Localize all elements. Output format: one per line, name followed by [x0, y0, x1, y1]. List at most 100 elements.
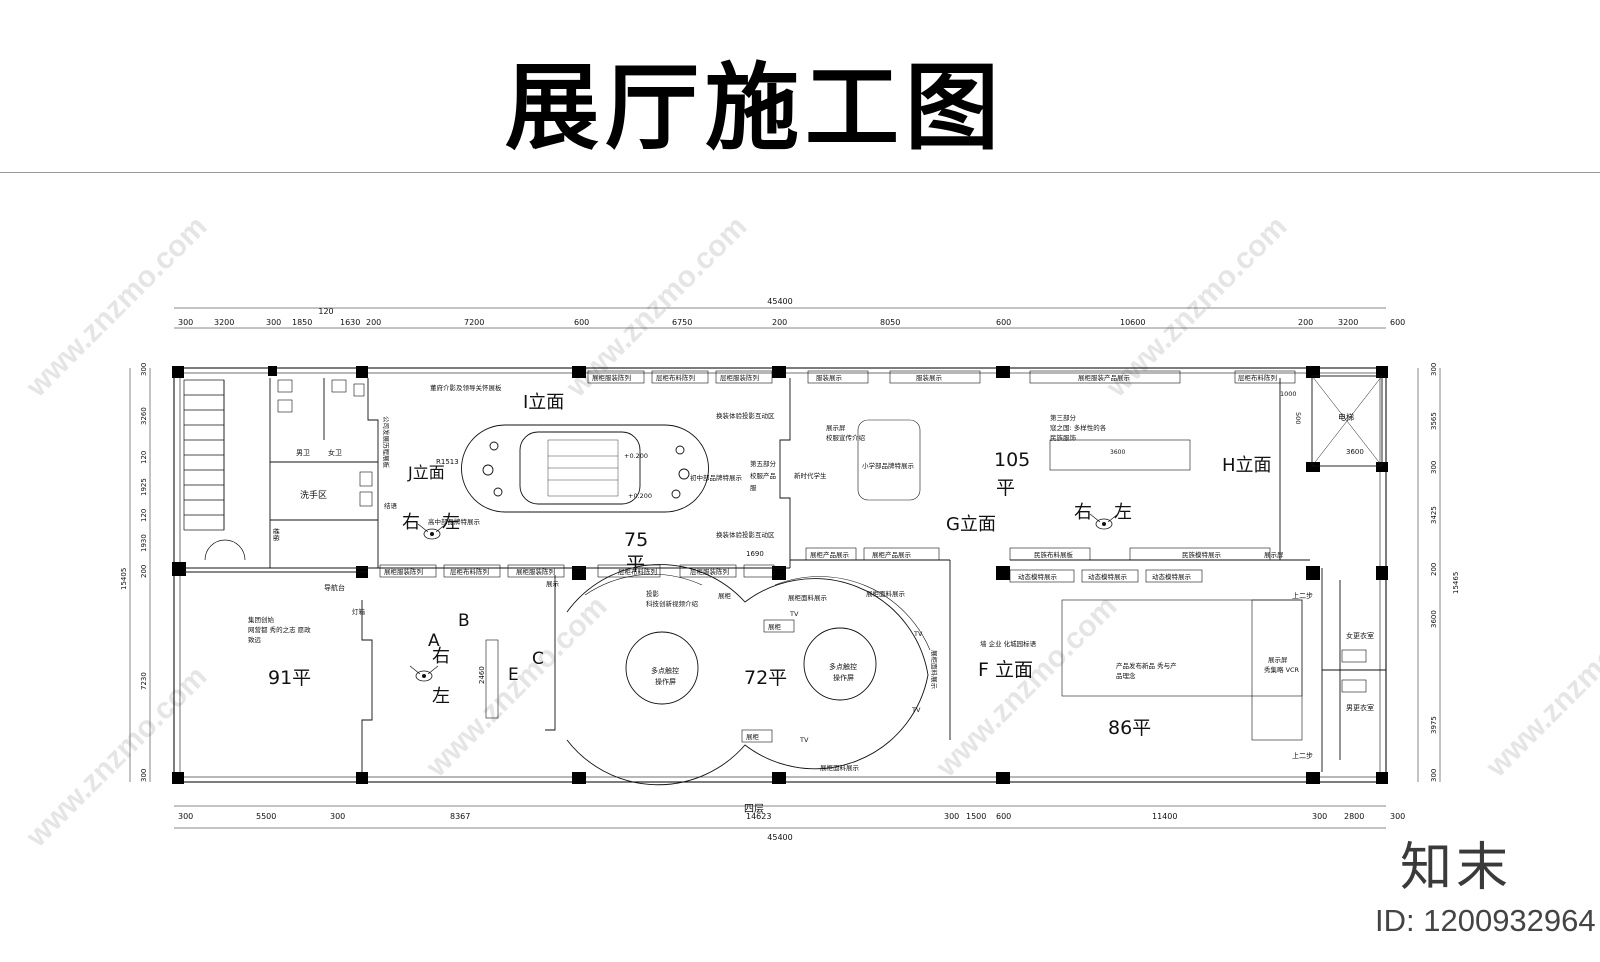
note-wall-slogan: 墙 企业 化城园标语 [980, 639, 1037, 648]
cabinet-label-10: 展柜服装陈列 [516, 567, 555, 576]
oval-island [461, 424, 709, 513]
note-elevation-2: +0.200 [628, 492, 652, 500]
dim-top-2: 300 [266, 318, 281, 327]
dim-left-2: 120 [140, 451, 148, 464]
dim-right-3: 3425 [1430, 506, 1438, 524]
note-epilogue: 结语 [384, 501, 398, 510]
cabinet-label-25: 展柜面料展示 [930, 650, 939, 690]
area-75-label: 75 [624, 529, 648, 551]
note-tv-3: TV [799, 736, 809, 744]
note-tv-1: TV [789, 610, 799, 618]
note-lightbox: 灯箱 [352, 607, 366, 616]
toilet-female-label: 女卫 [328, 448, 342, 457]
dim-top-8: 6750 [672, 318, 692, 327]
note-section5-c: 服 [750, 484, 757, 492]
cabinet-label-26: 展柜 [718, 591, 732, 600]
watermark-id: ID: 1200932964 [1375, 903, 1596, 938]
cabinet-label-22: 展柜 [768, 622, 782, 631]
elevation-f-label: F 立面 [978, 659, 1033, 681]
dim-bot-5: 300 [944, 812, 959, 821]
dim-top-13: 200 [1298, 318, 1313, 327]
marker-e: E [508, 665, 519, 685]
note-experience-2: 换装体验投影互动区 [716, 530, 775, 539]
note-screen-3: 展示屏 [1268, 656, 1288, 664]
note-tv-2: TV [913, 630, 923, 638]
dim-left-6: 200 [140, 565, 148, 578]
columns [172, 366, 1388, 784]
dim-top-5: 200 [366, 318, 381, 327]
dim-bot-9: 300 [1312, 812, 1327, 821]
note-group-1: 集团创始 [248, 615, 275, 624]
note-dim-small: 500 [1294, 412, 1302, 424]
right-label-2: 右 [1074, 502, 1092, 523]
cabinet-label-27: 展柜面料展示 [820, 763, 860, 772]
area-86-label: 86平 [1108, 717, 1151, 739]
note-group-3: 致远 [248, 635, 262, 644]
left-label-3: 左 [432, 686, 450, 707]
note-cabinet-small: 展示 [546, 580, 560, 588]
room-labels: I立面 J立面 G立面 H立面 F 立面 75 平 105 平 91平 72平 … [268, 392, 1374, 815]
dim-left-1: 3260 [140, 407, 148, 425]
cabinet-label-12: 层柜服装陈列 [690, 567, 729, 576]
guide-desk-label: 导航台 [324, 583, 345, 592]
dim-top-15: 600 [1390, 318, 1405, 327]
note-stair: 楼梯 [272, 528, 281, 542]
cabinet-label-23: 展柜面料展示 [788, 593, 828, 602]
cabinet-label-4: 服装展示 [816, 373, 843, 382]
note-history-board: 公司发展历程展板 [382, 416, 391, 469]
note-new-era: 新时代学生 [794, 471, 827, 480]
right-label-1: 右 [402, 512, 420, 533]
dim-left-3: 1925 [140, 478, 148, 496]
fitting-male-label: 男更衣室 [1346, 703, 1374, 712]
note-screen-2: 校服宣传介绍 [826, 433, 866, 442]
radius-label: R1513 [436, 458, 459, 466]
cabinet-label-11: 层柜布料陈列 [618, 567, 657, 576]
dim-top-11: 600 [996, 318, 1011, 327]
elevation-g-label: G立面 [946, 514, 996, 535]
stair [183, 379, 246, 561]
title-divider [0, 172, 1600, 173]
dim-bot-0: 300 [178, 812, 193, 821]
note-section3-c: 民族服饰 [1050, 433, 1077, 442]
dim-bot-7: 600 [996, 812, 1011, 821]
cabinet-label-13: 展柜产品展示 [810, 550, 850, 559]
note-tv-4: TV [911, 706, 921, 714]
dim-top-7: 600 [574, 318, 589, 327]
annotation-labels: 展柜服装陈列 层柜布料陈列 层柜服装陈列 服装展示 服装展示 展柜服装产品展示 … [248, 373, 1302, 772]
marker-c: C [532, 649, 544, 669]
dim-top-10: 8050 [880, 318, 900, 327]
area-105-label: 105 [994, 449, 1030, 471]
note-section3-b: 寇之国: 多样性的各 [1050, 423, 1107, 432]
dim-left-4: 120 [140, 509, 148, 522]
page-title: 展厅施工图 [505, 54, 1006, 163]
elevation-j-label: J立面 [407, 463, 445, 482]
dim-bot-3: 8367 [450, 812, 470, 821]
area-105-unit: 平 [996, 477, 1015, 499]
dim-left-5: 1930 [140, 534, 148, 552]
area-72-label: 72平 [744, 667, 787, 689]
dim-bottom-total: 45400 [767, 833, 792, 842]
note-projection-1: 投影 [646, 589, 660, 598]
note-screen-4: 秀集略 VCR [1264, 665, 1300, 674]
dim-top-total: 45400 [767, 297, 792, 306]
cabinet-label-1: 展柜服装陈列 [592, 373, 631, 382]
note-junior-high: 初中部品牌特展示 [690, 473, 743, 482]
dim-3600-b: 3600 [1110, 449, 1125, 456]
dim-bot-8: 11400 [1152, 812, 1177, 821]
note-section3-a: 第三部分 [1050, 413, 1077, 422]
cabinets [379, 370, 1303, 743]
dim-left-7: 7230 [140, 672, 148, 690]
dim-top-small: 120 [318, 307, 333, 316]
wash-area-label: 洗手区 [300, 489, 327, 501]
circle-hall [566, 564, 931, 786]
dim-1690: 1690 [746, 550, 764, 558]
dim-right-4: 200 [1430, 563, 1438, 576]
dim-bot-6: 1500 [966, 812, 986, 821]
left-label-2: 左 [1114, 502, 1132, 523]
dim-top-12: 10600 [1120, 318, 1145, 327]
dim-bot-4: 14623 [746, 812, 771, 821]
dim-bot-1: 5500 [256, 812, 276, 821]
watermark-logo: 知末 [1400, 838, 1513, 898]
right-label-3: 右 [432, 646, 450, 667]
